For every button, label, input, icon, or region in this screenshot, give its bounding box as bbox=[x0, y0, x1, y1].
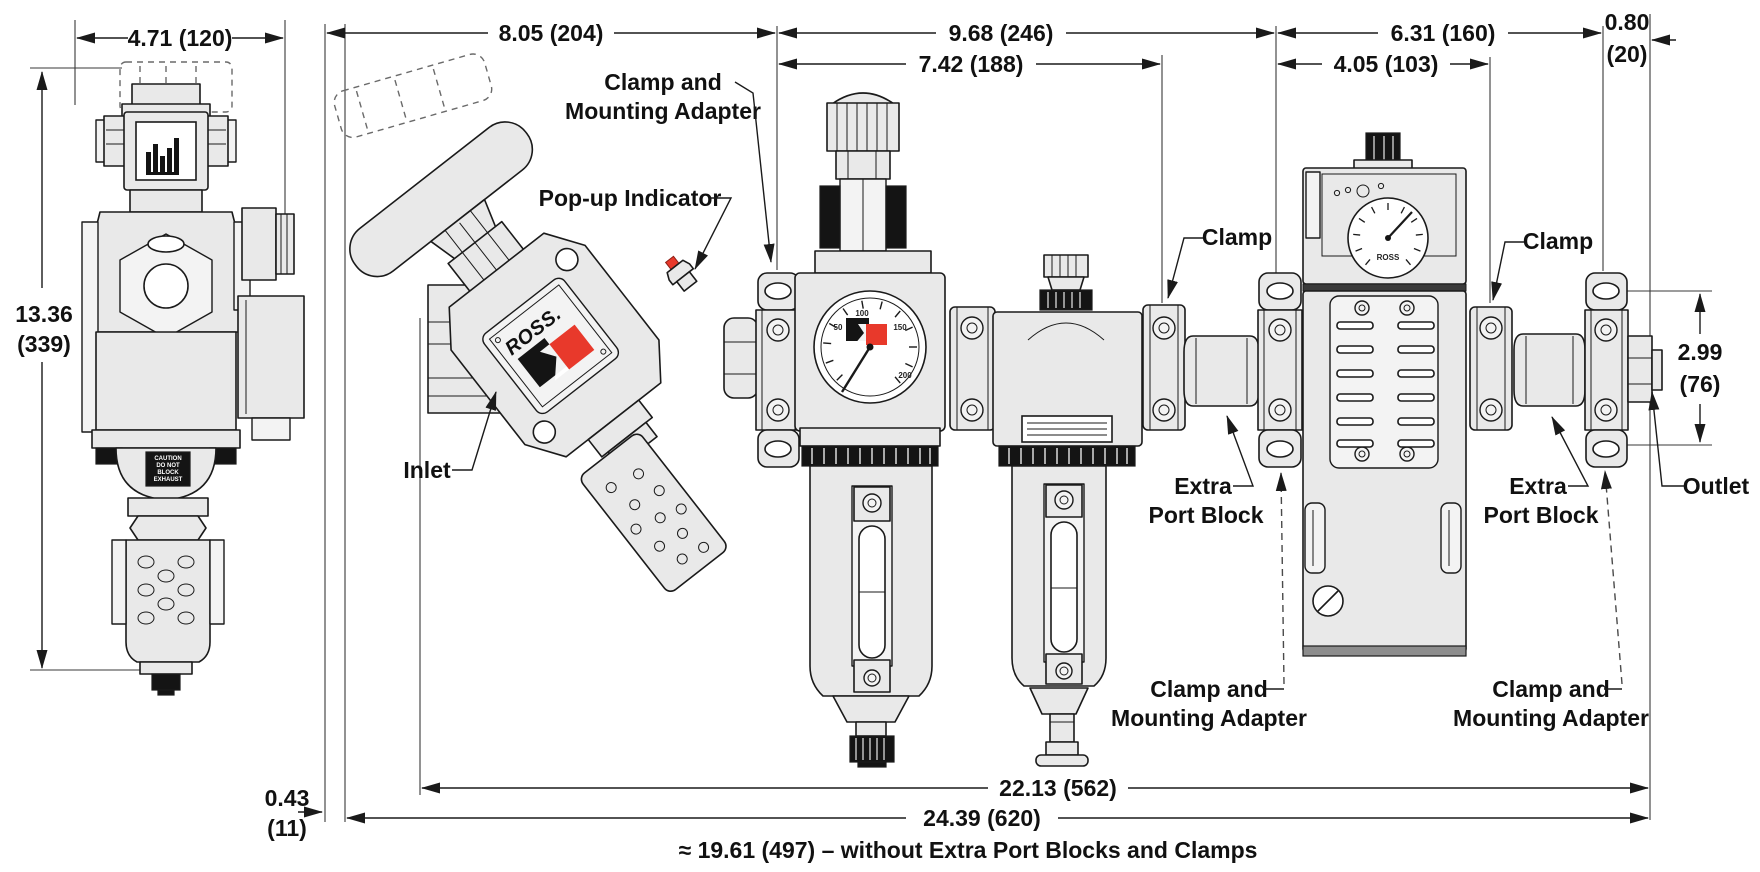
dim-405: 4.05 (103) bbox=[1334, 51, 1439, 77]
extra-port-block-2 bbox=[1513, 333, 1586, 407]
label-clamp-mount-top-2: Mounting Adapter bbox=[565, 98, 761, 124]
side-view-dimensions: 4.71 (120) 13.36 (339) bbox=[15, 20, 286, 671]
dim-742: 7.42 (188) bbox=[919, 51, 1024, 77]
dim-note: ≈ 19.61 (497) – without Extra Port Block… bbox=[679, 837, 1258, 863]
clamp-5 bbox=[1469, 306, 1513, 431]
dim-080-in: 0.80 bbox=[1605, 9, 1650, 35]
label-clamp-mount-top-1: Clamp and bbox=[604, 69, 722, 95]
dim-299-in: 2.99 bbox=[1678, 339, 1723, 365]
dim-631: 6.31 (160) bbox=[1391, 20, 1496, 46]
popup-indicator bbox=[664, 255, 698, 292]
label-extra-port-left-2: Port Block bbox=[1148, 502, 1263, 528]
valve-ghost-handle bbox=[333, 53, 493, 139]
svg-text:EXHAUST: EXHAUST bbox=[154, 477, 183, 483]
label-extra-port-right-1: Extra bbox=[1509, 473, 1567, 499]
dim-height-in: 13.36 bbox=[15, 301, 73, 327]
lockout-gauge: ROSS bbox=[1347, 197, 1429, 279]
dim-height-mm: (339) bbox=[17, 331, 71, 357]
vent-slots bbox=[1336, 321, 1435, 448]
bowl-holes bbox=[137, 555, 195, 625]
side-unit: CAUTION DO NOT BLOCK EXHAUST bbox=[81, 83, 305, 696]
regulator-gauge: 50 100 150 200 bbox=[823, 300, 917, 393]
cf-sight-glass bbox=[1043, 483, 1085, 685]
front-view-dimensions: 8.05 (204) 9.68 (246) 6.31 (160) 0.80 (2… bbox=[265, 9, 1723, 863]
bar-display-icon bbox=[146, 138, 179, 175]
label-inlet: Inlet bbox=[403, 457, 451, 483]
svg-text:50: 50 bbox=[834, 323, 843, 332]
dim-2213: 22.13 (562) bbox=[999, 775, 1117, 801]
clamp-mounting-adapter-1 bbox=[755, 272, 802, 468]
label-clamp-right: Clamp bbox=[1523, 228, 1593, 254]
extra-port-block-1 bbox=[1183, 335, 1260, 407]
dim-2439: 24.39 (620) bbox=[923, 805, 1041, 831]
dim-width-side: 4.71 (120) bbox=[128, 25, 233, 51]
fr-sight-glass bbox=[851, 485, 893, 693]
dim-043-in: 0.43 bbox=[265, 785, 310, 811]
svg-text:DO NOT: DO NOT bbox=[156, 463, 180, 469]
assembly: ROSS. bbox=[333, 53, 1663, 768]
callouts: Clamp and Mounting Adapter Pop-up Indica… bbox=[403, 69, 1749, 731]
clamp-3 bbox=[1142, 304, 1186, 431]
filter-regulator: 50 100 150 200 bbox=[794, 92, 946, 768]
ross-logo-mark bbox=[517, 324, 595, 388]
caution-label: CAUTION DO NOT BLOCK EXHAUST bbox=[145, 451, 191, 487]
outlet-clamp-mounting-adapter bbox=[1584, 272, 1663, 468]
svg-text:ROSS: ROSS bbox=[1377, 253, 1400, 262]
silencer-holes bbox=[605, 468, 710, 565]
label-clamp-mount-bl-2: Mounting Adapter bbox=[1111, 705, 1307, 731]
union-nut bbox=[723, 317, 759, 399]
svg-text:200: 200 bbox=[898, 371, 912, 380]
lockout-valve: ROSS bbox=[1302, 132, 1467, 657]
coalescing-filter bbox=[992, 254, 1143, 767]
label-popup-indicator: Pop-up Indicator bbox=[539, 185, 722, 211]
clamp-mounting-adapter-4 bbox=[1257, 272, 1303, 468]
label-extra-port-right-2: Port Block bbox=[1483, 502, 1598, 528]
dim-043-mm: (11) bbox=[267, 815, 307, 841]
label-outlet: Outlet bbox=[1683, 473, 1750, 499]
svg-text:BLOCK: BLOCK bbox=[157, 470, 179, 476]
label-clamp-mount-br-1: Clamp and bbox=[1492, 676, 1610, 702]
side-view: 4.71 (120) 13.36 (339) bbox=[15, 20, 305, 696]
svg-text:150: 150 bbox=[893, 323, 907, 332]
svg-text:100: 100 bbox=[855, 309, 869, 318]
label-extra-port-left-1: Extra bbox=[1174, 473, 1232, 499]
dim-968: 9.68 (246) bbox=[949, 20, 1054, 46]
label-clamp-mount-br-2: Mounting Adapter bbox=[1453, 705, 1649, 731]
clamp-2 bbox=[949, 306, 996, 431]
shutoff-valve: ROSS. bbox=[349, 121, 727, 593]
dim-080-mm: (20) bbox=[1607, 41, 1648, 67]
label-clamp-mount-bl-1: Clamp and bbox=[1150, 676, 1268, 702]
warning-label bbox=[1021, 415, 1113, 443]
dim-805: 8.05 (204) bbox=[499, 20, 604, 46]
svg-text:CAUTION: CAUTION bbox=[154, 456, 181, 462]
label-clamp-left: Clamp bbox=[1202, 224, 1272, 250]
dim-299-mm: (76) bbox=[1680, 371, 1721, 397]
